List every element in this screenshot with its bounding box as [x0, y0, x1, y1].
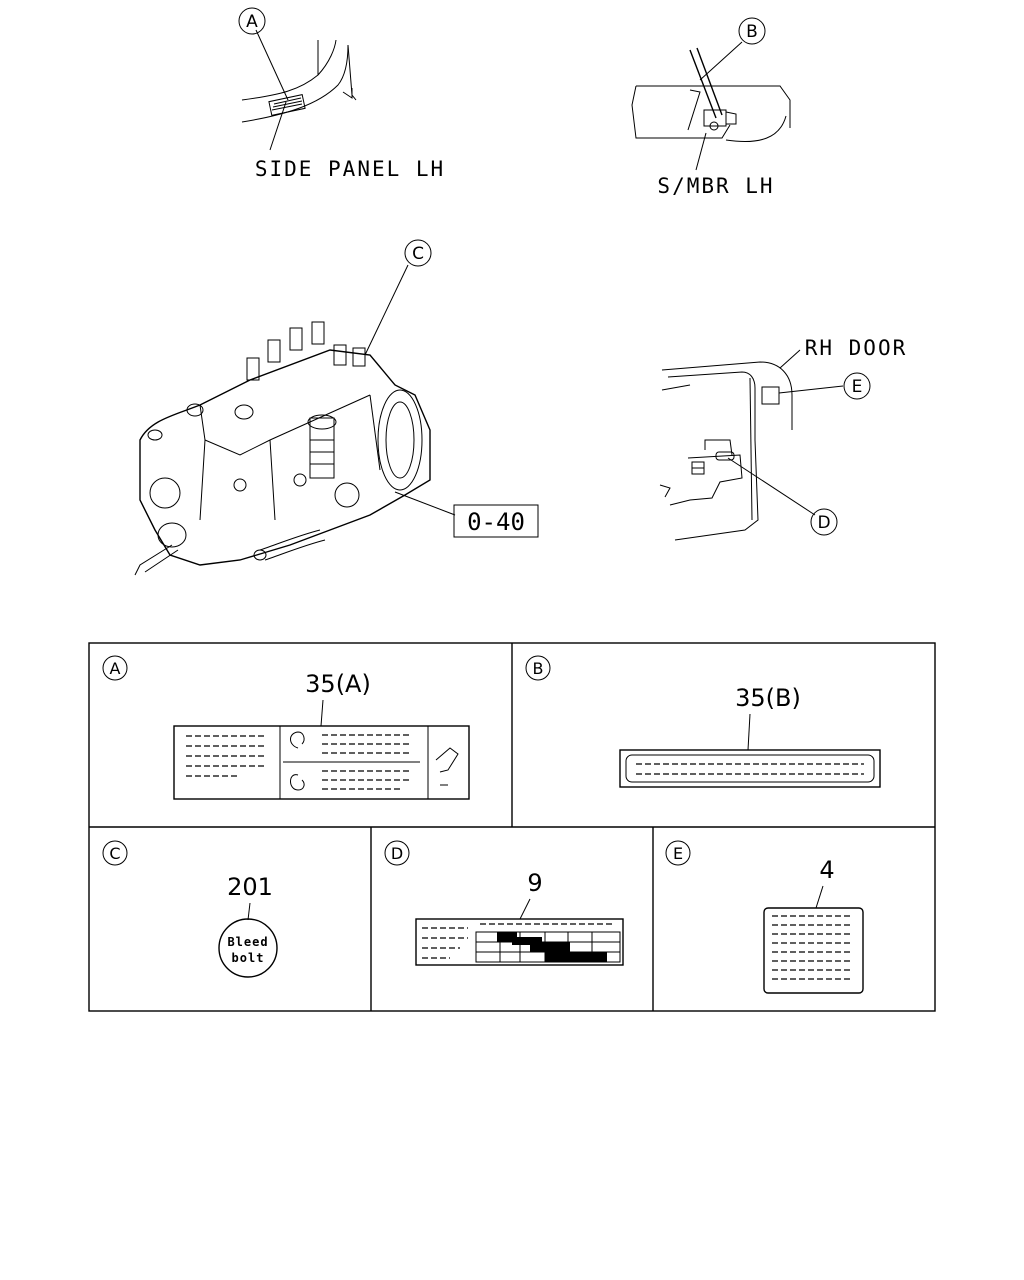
panel-d-part-number: 9: [527, 869, 542, 897]
callout-a-circle: [238, 7, 266, 35]
side-member-illustration: [631, 41, 791, 171]
decal-9: [415, 918, 624, 966]
decal-4: [763, 907, 864, 994]
rotation-arrow-icon-2: [290, 774, 305, 791]
panel-a-letter: A: [110, 659, 121, 678]
reference-box-label: 0-40: [467, 508, 525, 536]
panel-b-part-number: 35(B): [735, 684, 801, 712]
detail-panel-c: C 201 Bleed bolt: [102, 840, 278, 978]
panel-b-circle: [525, 655, 551, 681]
panel-d-circle: [384, 840, 410, 866]
detail-panel-d: D 9: [384, 840, 624, 966]
bleed-bolt-decal: [218, 918, 278, 978]
pump-symbol-icon: [435, 747, 459, 773]
callout-c-circle: [404, 239, 432, 267]
panel-a-circle: [102, 655, 128, 681]
callout-c-letter: C: [412, 244, 424, 264]
detail-panel-a: A 35(A): [102, 655, 470, 800]
side-panel-illustration: [241, 29, 357, 151]
panel-e-circle: [665, 840, 691, 866]
callout-e-circle: [843, 372, 871, 400]
rotation-arrow-icon: [290, 731, 305, 749]
side-panel-label: SIDE PANEL LH: [255, 157, 445, 181]
panel-c-part-number: 201: [227, 873, 273, 901]
callout-d-letter: D: [817, 513, 830, 533]
panel-a-part-number: 35(A): [305, 670, 371, 698]
decal-35b: [619, 749, 881, 788]
panel-c-letter: C: [109, 844, 120, 863]
rh-door-illustration: [659, 349, 844, 541]
rh-door-label: RH DOOR: [805, 336, 908, 360]
s-mbr-label: S/MBR LH: [657, 174, 774, 198]
callout-b-letter: B: [746, 22, 758, 42]
detail-panel-e: E 4: [665, 840, 864, 994]
detail-panel-b: B 35(B): [525, 655, 881, 788]
callout-a-letter: A: [246, 12, 258, 32]
callout-e-letter: E: [852, 377, 863, 397]
detail-grid: [88, 642, 936, 1012]
panel-e-letter: E: [673, 844, 683, 863]
panel-c-circle: [102, 840, 128, 866]
bleed-bolt-line1: Bleed: [227, 935, 268, 949]
callout-b-circle: [738, 17, 766, 45]
decal-35a: [173, 725, 470, 800]
panel-b-letter: B: [533, 659, 544, 678]
panel-d-letter: D: [391, 844, 403, 863]
injection-pump-illustration: [134, 264, 456, 576]
reference-box: [453, 504, 539, 538]
callout-d-circle: [810, 508, 838, 536]
bleed-bolt-line2: bolt: [232, 951, 265, 965]
panel-e-part-number: 4: [819, 856, 834, 884]
